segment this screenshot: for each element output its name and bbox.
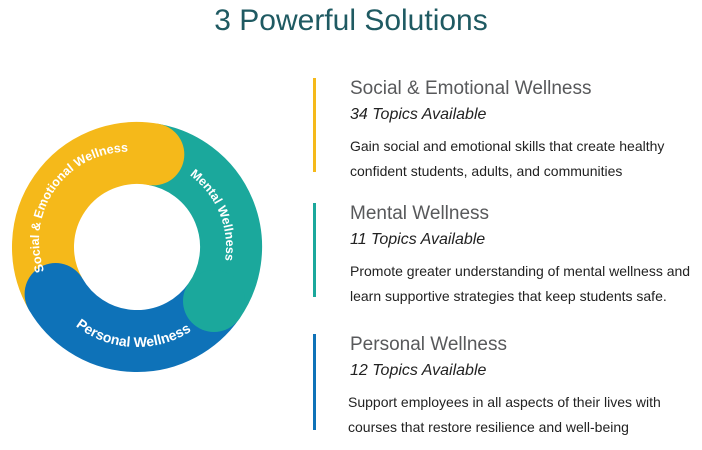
topics-count: 34 Topics Available [350,106,487,123]
section-heading: Social & Emotional Wellness [350,78,592,99]
solutions-ring-diagram: Social & Emotional Wellness Mental Welln… [12,121,263,372]
page-title: 3 Powerful Solutions [214,4,488,37]
description-line: learn supportive strategies that keep st… [350,288,667,304]
ring-cap-mental [183,270,245,332]
section-description: Gain social and emotional skills that cr… [350,134,664,184]
section-heading: Personal Wellness [350,334,508,355]
section-description: Promote greater understanding of mental … [350,259,690,309]
section-heading: Mental Wellness [350,203,490,224]
description-line: Promote greater understanding of mental … [350,263,691,279]
topics-count: 11 Topics Available [350,231,486,248]
accent-bar [313,334,316,430]
description-line: courses that restore resilience and well… [348,419,629,435]
accent-bar [313,78,316,172]
description-line: Gain social and emotional skills that cr… [350,138,665,154]
description-line: Support employees in all aspects of thei… [348,394,661,410]
description-line: confident students, adults, and communit… [350,163,623,179]
section-description: Support employees in all aspects of thei… [348,390,661,440]
topics-count: 12 Topics Available [350,362,487,379]
accent-bar [313,203,316,297]
ring-cap-social [122,123,185,186]
ring-cap-personal [24,263,87,325]
